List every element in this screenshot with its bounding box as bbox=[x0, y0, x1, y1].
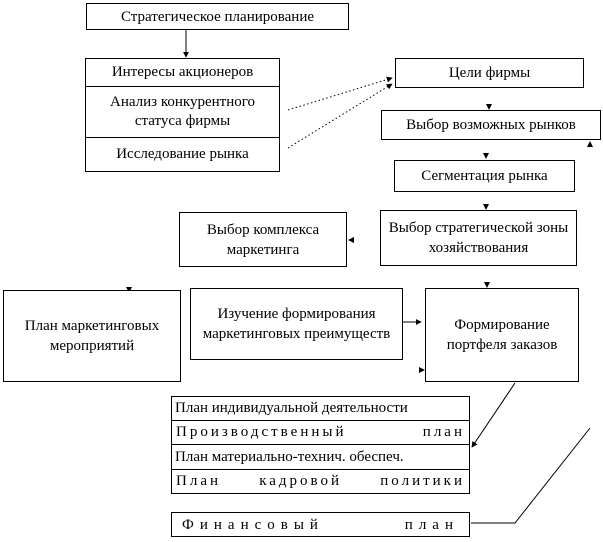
arrowhead-zone-to-mix bbox=[348, 237, 354, 243]
arrowhead-segmentation-to-zone bbox=[483, 204, 489, 210]
box-firm-goals: Цели фирмы bbox=[395, 58, 584, 88]
box-financial-plan: Финансовый план bbox=[171, 512, 470, 537]
row-material-plan: План материально-технич. обеспеч. bbox=[172, 445, 469, 470]
block-operational-plans: План индивидуальной деятельности Произво… bbox=[171, 396, 470, 494]
block-analysis: Интересы акционеров Анализ конкурентного… bbox=[85, 58, 280, 172]
box-advantages-study: Изучение формирования маркетинговых преи… bbox=[190, 288, 403, 360]
arrowhead-feedback-markets bbox=[587, 141, 593, 147]
label-strategic-planning: Стратегическое планирование bbox=[120, 8, 315, 25]
box-strategic-zone: Выбор стратегической зоны хозяйствования bbox=[380, 210, 577, 266]
arrowhead-portfolio-inner bbox=[419, 367, 425, 373]
arrowhead-goals-to-markets bbox=[486, 104, 492, 110]
box-segmentation: Сегментация рынка bbox=[394, 160, 575, 192]
row-competitive-status: Анализ конкурентного статуса фирмы bbox=[86, 87, 279, 138]
row-hr-plan: План кадровой политики bbox=[176, 473, 465, 489]
box-marketing-mix: Выбор комплекса маркетинга bbox=[179, 212, 347, 267]
box-strategic-planning: Стратегическое планирование bbox=[86, 3, 349, 30]
row-shareholder-interests: Интересы акционеров bbox=[86, 59, 279, 87]
feedback-line-financial bbox=[471, 427, 591, 524]
box-order-portfolio: Формирование портфеля заказов bbox=[425, 288, 579, 382]
row-production-plan: Производственный план bbox=[172, 421, 469, 445]
arrowhead-markets-to-segmentation bbox=[483, 153, 489, 159]
dotted-arrow-research-to-goals bbox=[287, 83, 393, 149]
arrowhead-zone-to-portfolio bbox=[484, 282, 490, 288]
box-market-choice: Выбор возможных рынков bbox=[381, 110, 601, 140]
box-marketing-plan: План маркетинговых мероприятий bbox=[3, 290, 181, 382]
row-individual-plan: План индивидуальной деятельности bbox=[172, 397, 469, 421]
dotted-arrow-competitive-to-goals bbox=[287, 76, 393, 111]
arrow-portfolio-to-plans bbox=[471, 382, 516, 448]
row-market-research: Исследование рынка bbox=[116, 146, 249, 162]
